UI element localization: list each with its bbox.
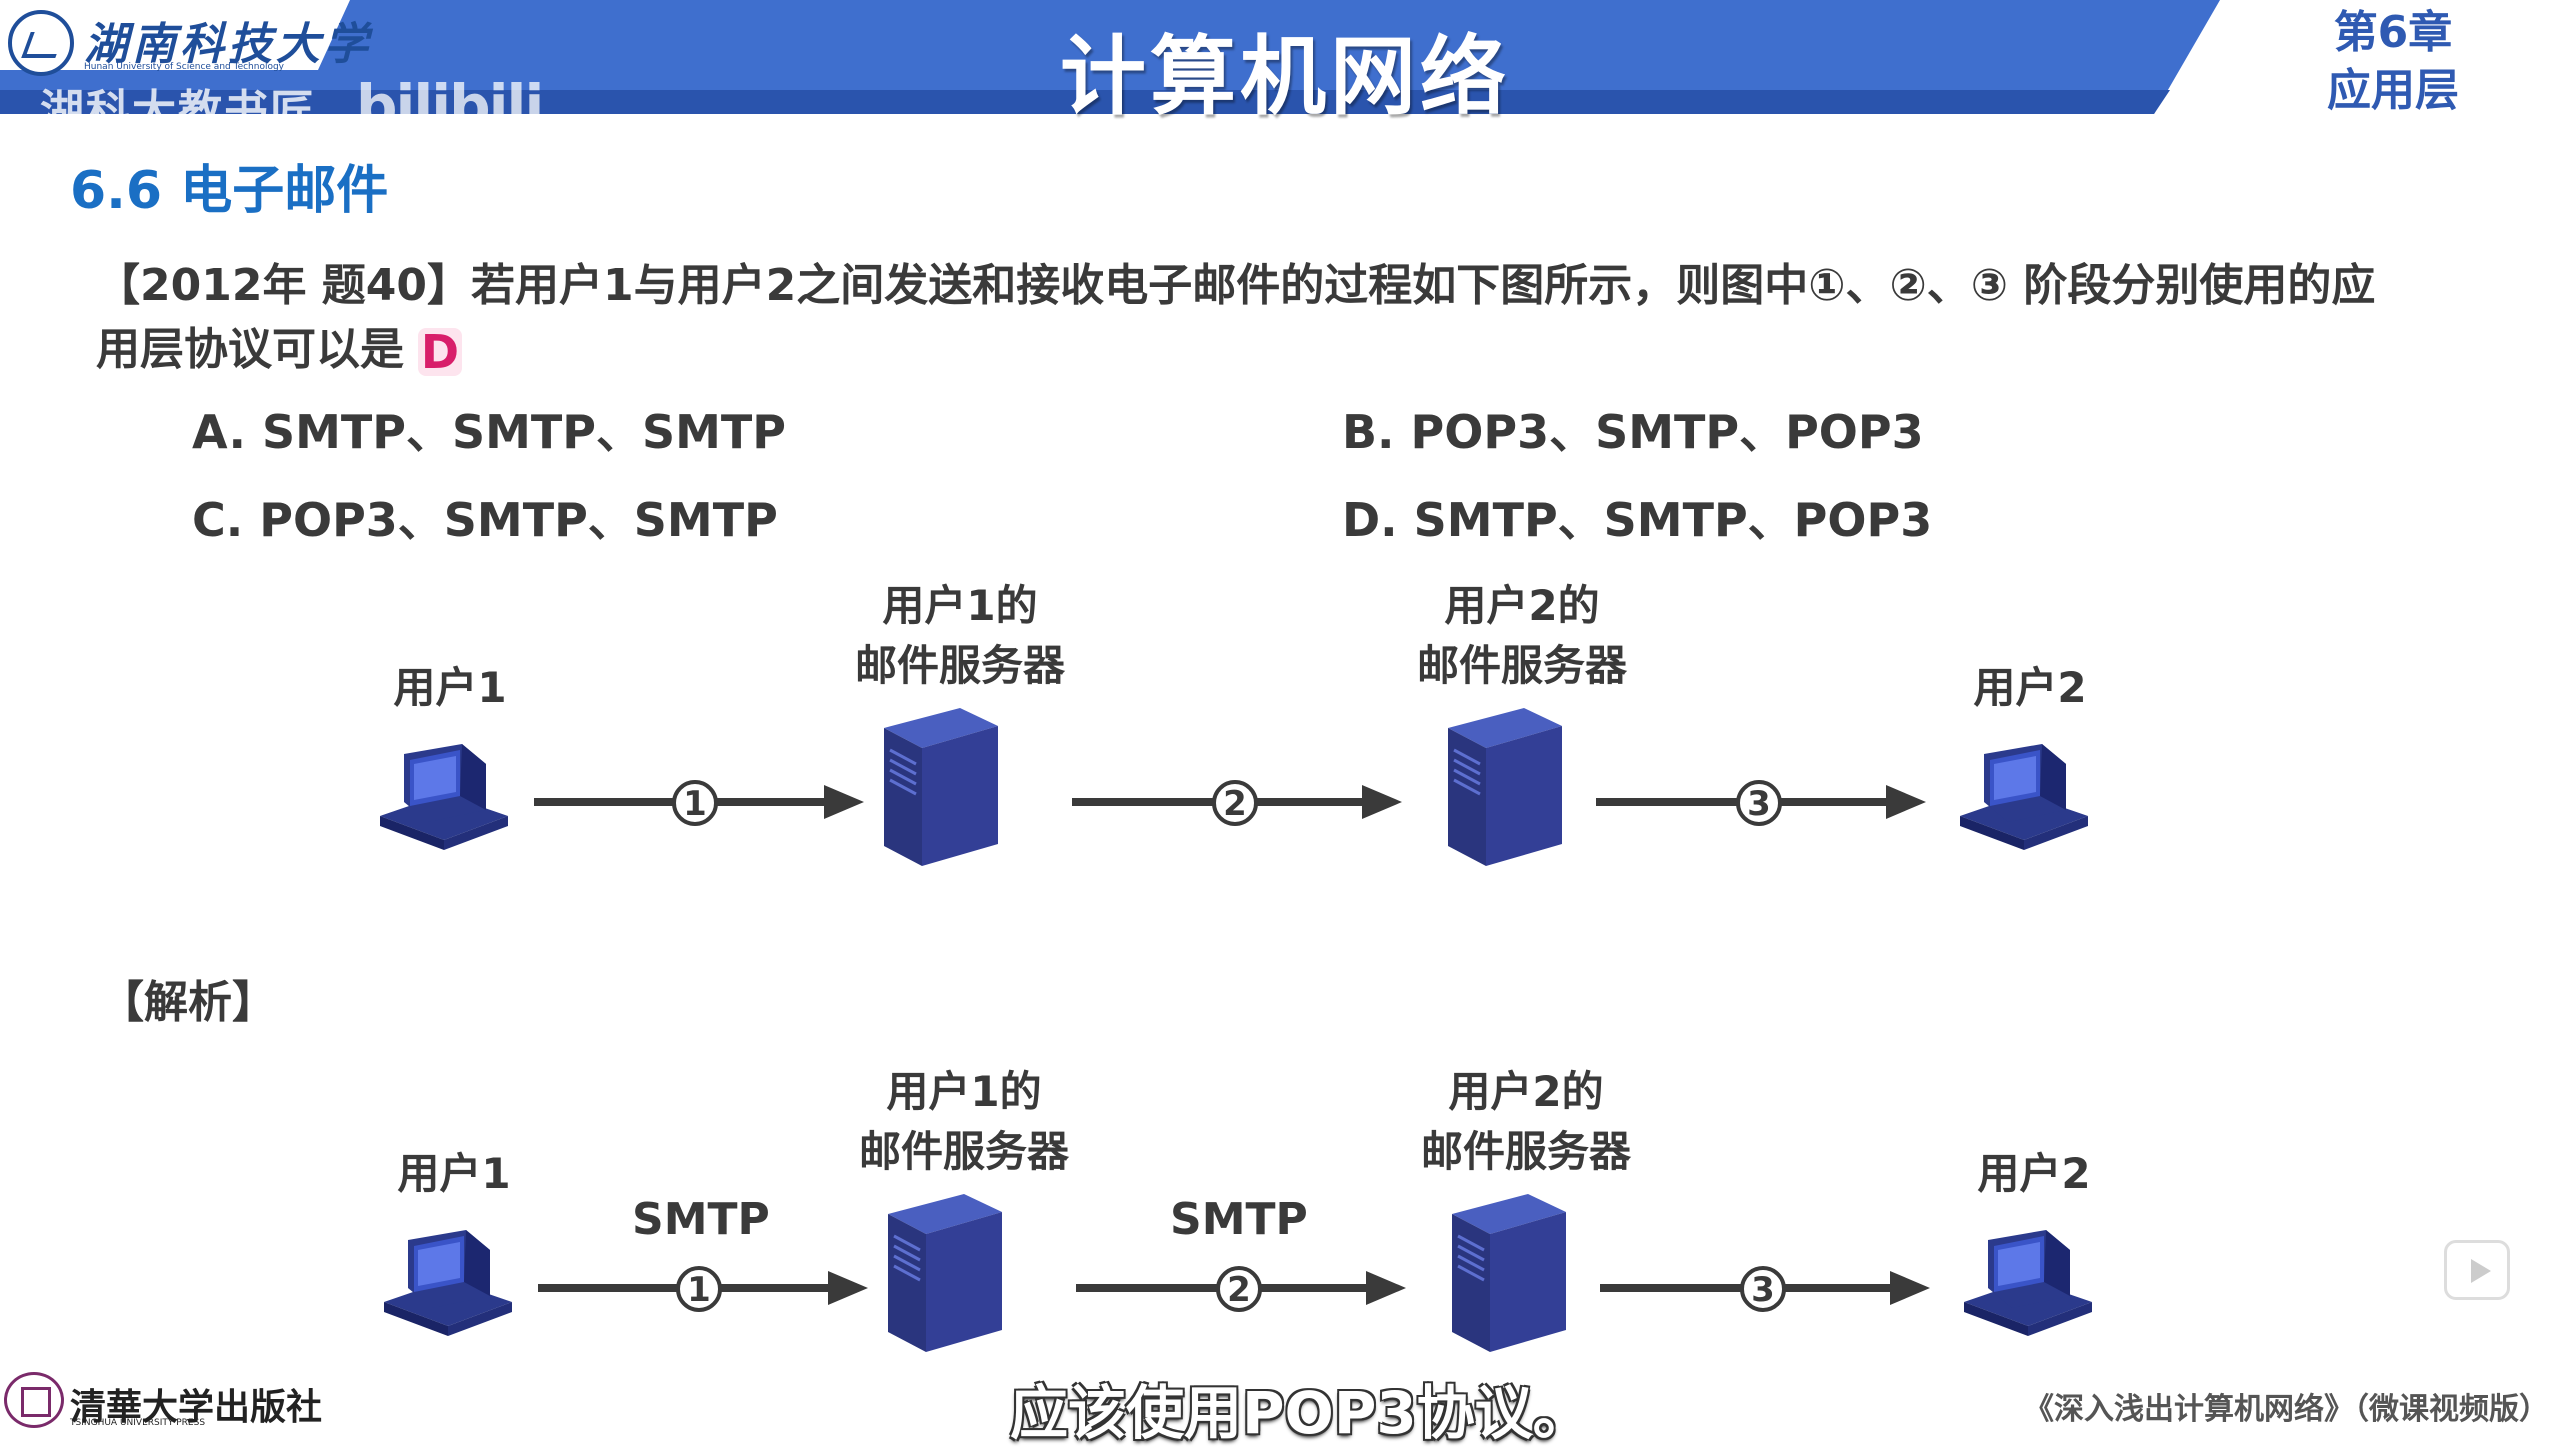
server1-label: 用户1的 邮件服务器: [810, 576, 1110, 696]
server1-label-line2: 邮件服务器: [854, 641, 1065, 690]
svg-text:3: 3: [1747, 784, 1771, 824]
protocol-step-2: SMTP: [1170, 1194, 1308, 1245]
user1-computer-icon: [374, 736, 514, 856]
question-text: 【2012年 题40】若用户1与用户2之间发送和接收电子邮件的过程如下图所示，则…: [96, 254, 2416, 382]
question-body: 【2012年 题40】若用户1与用户2之间发送和接收电子邮件的过程如下图所示，则…: [96, 260, 2376, 375]
book-title: 《深入浅出计算机网络》（微课视频版）: [2024, 1392, 2549, 1427]
server1-label-line2: 邮件服务器: [858, 1127, 1069, 1176]
server2-label: 用户2的 邮件服务器: [1376, 1062, 1676, 1182]
server2-label-line1: 用户2的: [1444, 581, 1600, 630]
server2-icon: [1440, 700, 1570, 870]
option-c: C. POP3、SMTP、SMTP: [192, 493, 778, 547]
slide-header: 湖南科技大学 Hunan University of Science and T…: [0, 0, 2560, 140]
user2-computer-icon: [1954, 736, 2094, 856]
step-marker-3: 3: [1740, 1266, 1786, 1312]
svg-text:3: 3: [1751, 1270, 1775, 1310]
step-marker-2: 2: [1216, 1266, 1262, 1312]
email-flow-diagram-analysis: 用户1 用户1的 邮件服务器 用户2的 邮件服务器 用户2 SMTP SMTP …: [0, 1056, 2560, 1396]
svg-text:2: 2: [1227, 1270, 1251, 1310]
server1-icon: [880, 1186, 1010, 1356]
server2-label-line1: 用户2的: [1448, 1067, 1604, 1116]
watermark-text: 湖科大教书匠: [40, 86, 316, 137]
chapter-label: 第6章 应用层: [2318, 4, 2468, 120]
server1-label: 用户1的 邮件服务器: [814, 1062, 1114, 1182]
answer-mark: D: [418, 328, 462, 376]
step-marker-3: 3: [1736, 780, 1782, 826]
user1-computer-icon: [378, 1222, 518, 1342]
server1-label-line1: 用户1的: [882, 581, 1038, 630]
user2-computer-icon: [1958, 1222, 2098, 1342]
server1-label-line1: 用户1的: [886, 1067, 1042, 1116]
chapter-number: 第6章: [2333, 7, 2453, 58]
bilibili-logo: bilibili: [356, 72, 544, 140]
university-logo: 湖南科技大学 Hunan University of Science and T…: [0, 0, 368, 118]
play-icon[interactable]: [2444, 1240, 2510, 1300]
university-name-en: Hunan University of Science and Technolo…: [84, 62, 285, 72]
course-title: 计算机网络: [1060, 27, 1510, 127]
step-marker-1: 1: [676, 1266, 722, 1312]
server1-icon: [876, 700, 1006, 870]
option-d: D. SMTP、SMTP、POP3: [1342, 493, 1933, 547]
user2-label: 用户2: [1977, 1149, 2091, 1198]
server2-label-line2: 邮件服务器: [1416, 641, 1627, 690]
svg-text:1: 1: [687, 1270, 711, 1310]
header-banner: [0, 0, 2220, 114]
svg-text:2: 2: [1223, 784, 1247, 824]
svg-text:1: 1: [683, 784, 707, 824]
step-marker-2: 2: [1212, 780, 1258, 826]
university-name-cn: 湖南科技大学: [84, 19, 372, 70]
option-a: A. SMTP、SMTP、SMTP: [192, 405, 786, 459]
option-b: B. POP3、SMTP、POP3: [1342, 405, 1924, 459]
chapter-name: 应用层: [2327, 65, 2459, 116]
watermark: 湖科大教书匠 bilibili: [40, 72, 544, 140]
email-flow-diagram: 用户1 用户1的 邮件服务器 用户2的 邮件服务器 用户2 1 2 3: [0, 570, 2560, 910]
publisher-name-en: TSINGHUA UNIVERSITY PRESS: [70, 1418, 206, 1428]
publisher-name: 清華大学出版社: [70, 1386, 323, 1428]
step-marker-1: 1: [672, 780, 718, 826]
section-title: 6.6 电子邮件: [70, 161, 389, 221]
video-subtitle: 应该使用POP3协议。: [1010, 1379, 1591, 1447]
user2-label: 用户2: [1973, 663, 2087, 712]
server2-icon: [1444, 1186, 1574, 1356]
publisher-emblem-icon: [4, 1372, 64, 1428]
server2-label-line2: 邮件服务器: [1420, 1127, 1631, 1176]
user1-label: 用户1: [393, 663, 507, 712]
user1-label: 用户1: [397, 1149, 511, 1198]
university-emblem-icon: [8, 10, 74, 76]
analysis-label: 【解析】: [100, 977, 276, 1028]
protocol-step-1: SMTP: [632, 1194, 770, 1245]
server2-label: 用户2的 邮件服务器: [1372, 576, 1672, 696]
